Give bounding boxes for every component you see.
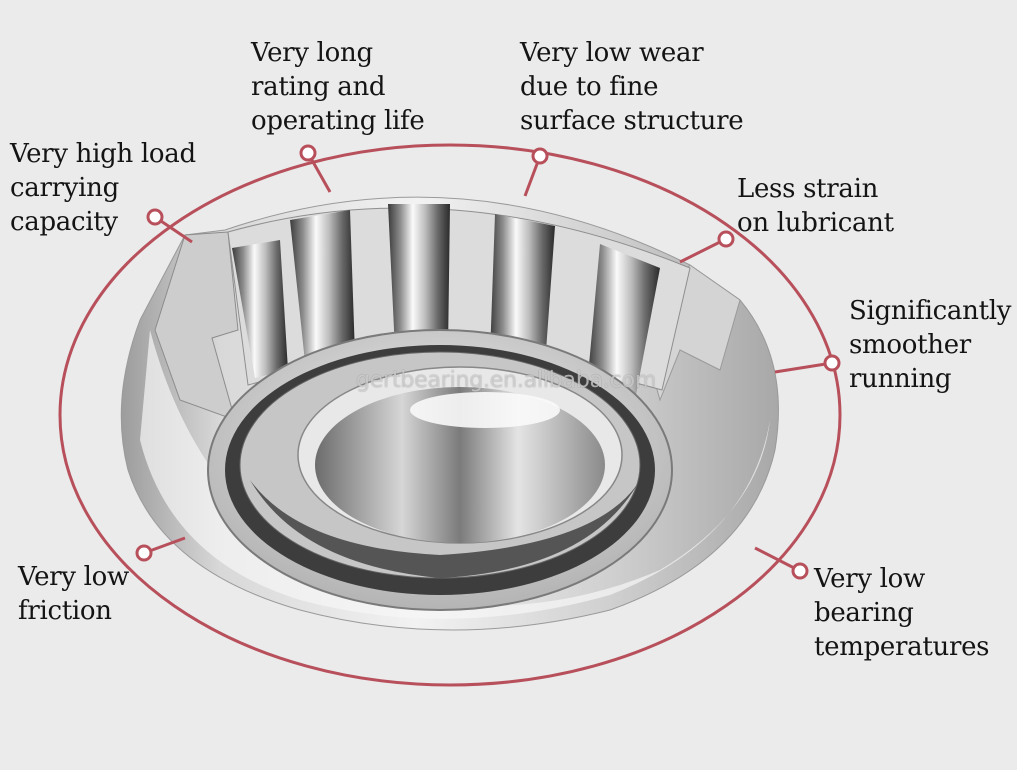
feature-line: operating life bbox=[251, 106, 425, 136]
feature-line: due to fine bbox=[520, 72, 659, 102]
feature-label-temperature: Very low bearing temperatures bbox=[814, 562, 990, 664]
feature-line: Very high load bbox=[10, 139, 196, 169]
feature-line: running bbox=[849, 364, 952, 394]
feature-nodes bbox=[135, 144, 841, 580]
feature-line: friction bbox=[18, 596, 112, 626]
feature-line: Very low bbox=[814, 564, 925, 594]
feature-label-life: Very long rating and operating life bbox=[251, 36, 425, 138]
feature-line: bearing bbox=[814, 598, 914, 628]
feature-line: smoother bbox=[849, 330, 971, 360]
feature-line: Very long bbox=[251, 38, 373, 68]
feature-line: Very low bbox=[18, 562, 129, 592]
feature-line: on lubricant bbox=[737, 208, 894, 238]
feature-line: temperatures bbox=[814, 632, 990, 662]
feature-line: rating and bbox=[251, 72, 386, 102]
feature-line: surface structure bbox=[520, 106, 744, 136]
feature-line: carrying bbox=[10, 173, 119, 203]
rollers bbox=[232, 204, 660, 395]
feature-label-smooth: Significantly smoother running bbox=[849, 294, 1011, 396]
feature-label-load: Very high load carrying capacity bbox=[10, 137, 196, 239]
feature-line: capacity bbox=[10, 207, 118, 237]
feature-label-friction: Very low friction bbox=[18, 560, 129, 628]
feature-line: Very low wear bbox=[520, 38, 704, 68]
feature-label-wear: Very low wear due to fine surface struct… bbox=[520, 36, 744, 138]
feature-line: Less strain bbox=[737, 174, 879, 204]
watermark: gertbearing.en.alibaba.com bbox=[356, 368, 657, 393]
feature-line: Significantly bbox=[849, 296, 1012, 326]
feature-label-lubricant: Less strain on lubricant bbox=[737, 172, 894, 240]
